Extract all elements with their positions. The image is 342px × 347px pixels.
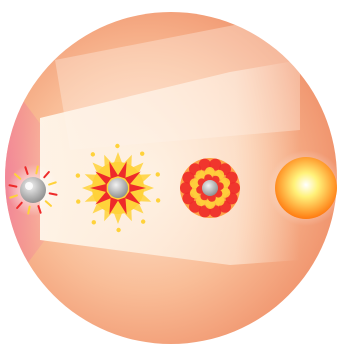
- burst-dot: [92, 220, 96, 224]
- burst-dot: [156, 198, 160, 202]
- spark: [9, 185, 16, 186]
- burst-dot: [116, 228, 120, 232]
- burst-dot: [76, 199, 80, 203]
- burst-dot: [91, 152, 95, 156]
- burst-dot: [156, 172, 160, 176]
- burst-dot: [141, 219, 145, 223]
- burst-dot: [115, 144, 119, 148]
- spark: [36, 166, 37, 173]
- burst-dot: [76, 173, 80, 177]
- spark: [28, 207, 29, 214]
- burst-dot: [140, 151, 144, 155]
- cluster-icon: [180, 158, 240, 218]
- particle-icon: [7, 164, 59, 216]
- spark: [50, 193, 57, 194]
- fireball-icon: [268, 150, 342, 226]
